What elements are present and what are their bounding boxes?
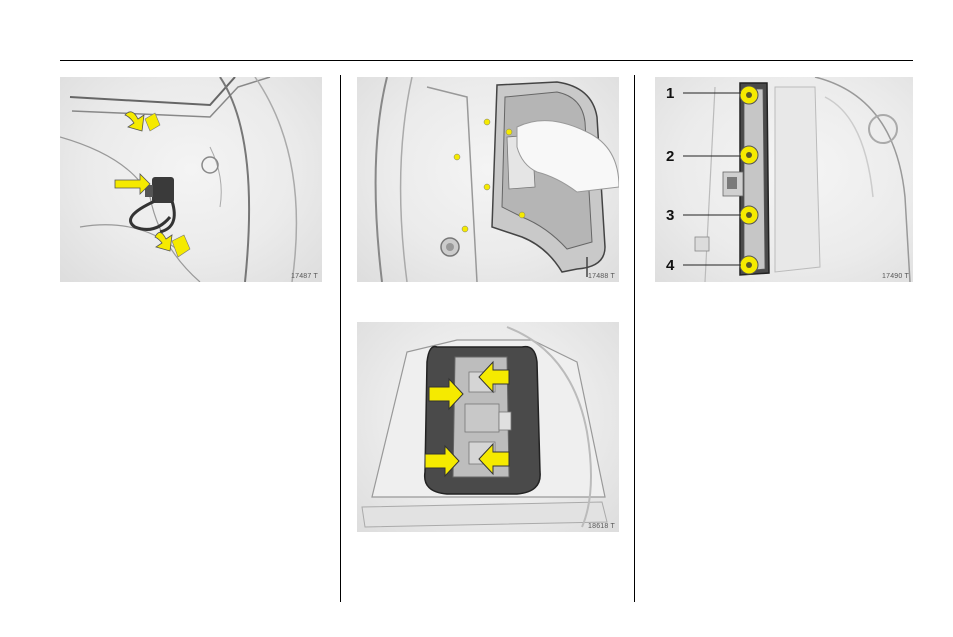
wiring-connector-illustration xyxy=(60,77,322,282)
figure-id-17488: 17488 T xyxy=(588,273,615,280)
top-rule xyxy=(60,60,913,61)
figure-tail-light-removal: 17488 T xyxy=(357,77,619,282)
figure-id-17487: 17487 T xyxy=(291,273,318,280)
figure-wiring-connector: 17487 T xyxy=(60,77,322,282)
callout-3: 3 xyxy=(666,208,674,223)
callout-2: 2 xyxy=(666,149,674,164)
callout-4: 4 xyxy=(666,258,674,273)
bulb-holder-clips-illustration xyxy=(357,322,619,532)
figure-id-17490: 17490 T xyxy=(882,273,909,280)
column-divider-left xyxy=(340,75,341,602)
tail-light-removal-illustration xyxy=(357,77,619,282)
column-divider-right xyxy=(634,75,635,602)
figure-bulb-positions: 1 2 3 4 17490 T xyxy=(655,77,913,282)
figure-bulb-holder-clips: 18618 T xyxy=(357,322,619,532)
callout-1: 1 xyxy=(666,86,674,101)
bulb-positions-illustration xyxy=(655,77,913,282)
figure-id-18618: 18618 T xyxy=(588,523,615,530)
